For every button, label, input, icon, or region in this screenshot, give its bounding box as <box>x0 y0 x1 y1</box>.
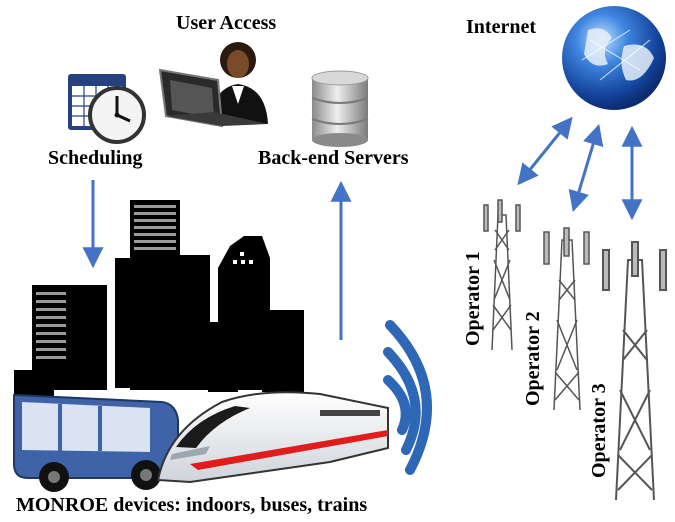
globe-icon <box>562 6 666 110</box>
arrow-internet-operator2 <box>568 123 604 213</box>
internet-label: Internet <box>466 16 536 38</box>
scheduling-label: Scheduling <box>48 147 143 169</box>
wireless-signal-icon <box>383 320 432 475</box>
building-lit-windows <box>233 252 253 264</box>
operator2-label: Operator 2 <box>522 311 544 406</box>
laptop-user-icon <box>158 42 268 128</box>
calendar-clock-icon <box>68 74 146 144</box>
backend-servers-label: Back-end Servers <box>258 147 409 169</box>
train-icon <box>156 391 389 484</box>
cell-tower-icon <box>543 227 590 411</box>
operator1-label: Operator 1 <box>462 251 484 346</box>
user-access-label: User Access <box>176 12 277 34</box>
arrows <box>82 116 643 340</box>
footer-caption: MONROE devices: indoors, buses, trains <box>16 494 368 516</box>
arrow-internet-operator1 <box>517 116 573 186</box>
bus-icon <box>13 393 179 492</box>
operator3-label: Operator 3 <box>588 383 610 478</box>
database-icon <box>311 70 369 147</box>
cell-tower-icon <box>602 241 667 501</box>
building-windows <box>36 205 176 359</box>
city-skyline <box>14 200 304 400</box>
cell-tower-icon <box>483 199 521 351</box>
